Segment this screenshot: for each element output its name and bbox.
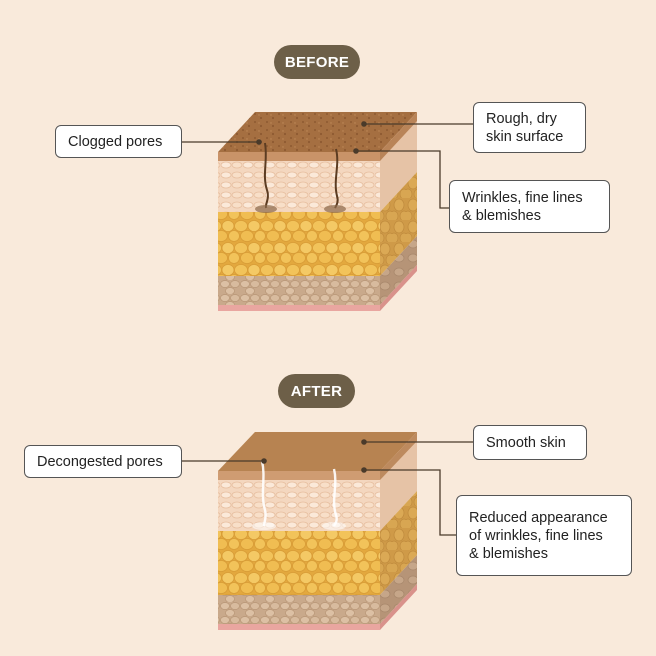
label-reduced-line1: Reduced appearance	[469, 509, 608, 526]
label-decongested-pores: Decongested pores	[24, 445, 182, 478]
label-smooth-text: Smooth skin	[486, 434, 566, 451]
label-clogged-pores: Clogged pores	[55, 125, 182, 158]
label-reduced-line2: of wrinkles, fine lines	[469, 527, 603, 544]
label-reduced-line3: & blemishes	[469, 545, 548, 562]
before-surface	[218, 112, 417, 152]
after-title-pill: AFTER	[278, 374, 355, 408]
label-rough-dry-skin: Rough, dry skin surface	[473, 102, 586, 153]
label-rough-line2: skin surface	[486, 128, 564, 145]
after-title: AFTER	[290, 382, 343, 400]
label-smooth-skin: Smooth skin	[473, 425, 587, 460]
before-leaders	[182, 123, 474, 209]
after-leaders	[182, 441, 474, 536]
before-pore-1	[263, 142, 269, 209]
before-title-pill: BEFORE	[274, 45, 360, 79]
label-wrinkles: Wrinkles, fine lines & blemishes	[449, 180, 610, 233]
label-clogged-pores-text: Clogged pores	[68, 133, 163, 150]
before-skin-cube	[218, 112, 417, 311]
label-decongested-text: Decongested pores	[37, 453, 163, 470]
leader-wrinkles	[356, 150, 450, 209]
label-wrinkles-line1: Wrinkles, fine lines	[462, 189, 583, 206]
leader-reduced	[364, 469, 456, 536]
label-reduced-appearance: Reduced appearance of wrinkles, fine lin…	[456, 495, 632, 576]
before-title: BEFORE	[284, 53, 350, 71]
label-wrinkles-line2: & blemishes	[462, 207, 541, 224]
after-skin-cube	[218, 432, 417, 630]
label-rough-line1: Rough, dry	[486, 110, 557, 127]
